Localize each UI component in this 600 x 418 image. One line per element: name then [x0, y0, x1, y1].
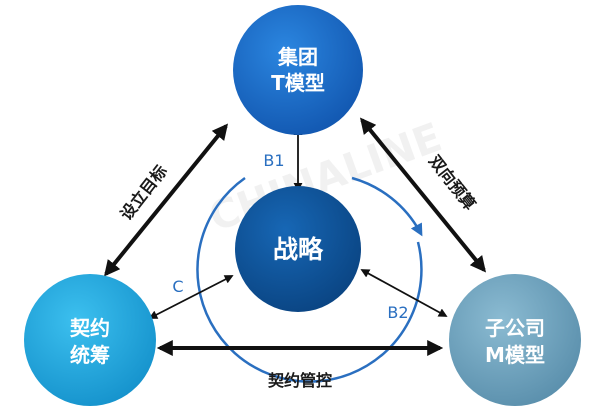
contract-coordination-circle [24, 274, 156, 406]
group-label-line1: 集团 [277, 45, 318, 69]
b2-label: B2 [387, 303, 408, 322]
strategy-circle [235, 186, 361, 312]
strategy-label: 战略 [273, 235, 324, 264]
b1-label: B1 [263, 151, 284, 170]
contract-label-line1: 契约 [69, 316, 110, 340]
subsidiary-m-model-circle [449, 274, 581, 406]
c-inner-arrow [148, 275, 234, 319]
left-double-arrow [103, 123, 229, 277]
set-goals-label: 设立目标 [116, 162, 170, 224]
group-t-model-circle [233, 5, 363, 135]
b2-inner-arrow [360, 269, 448, 317]
subsidiary-label-line1: 子公司 [485, 316, 545, 340]
subsidiary-label-line2: M模型 [485, 343, 545, 367]
two-way-budget-label: 双向预算 [425, 152, 479, 214]
right-double-arrow [359, 117, 487, 273]
contract-label-line2: 统筹 [70, 343, 110, 367]
c-label: C [172, 277, 183, 296]
group-label-line2: T模型 [271, 71, 325, 95]
contract-control-label: 契约管控 [267, 371, 332, 390]
